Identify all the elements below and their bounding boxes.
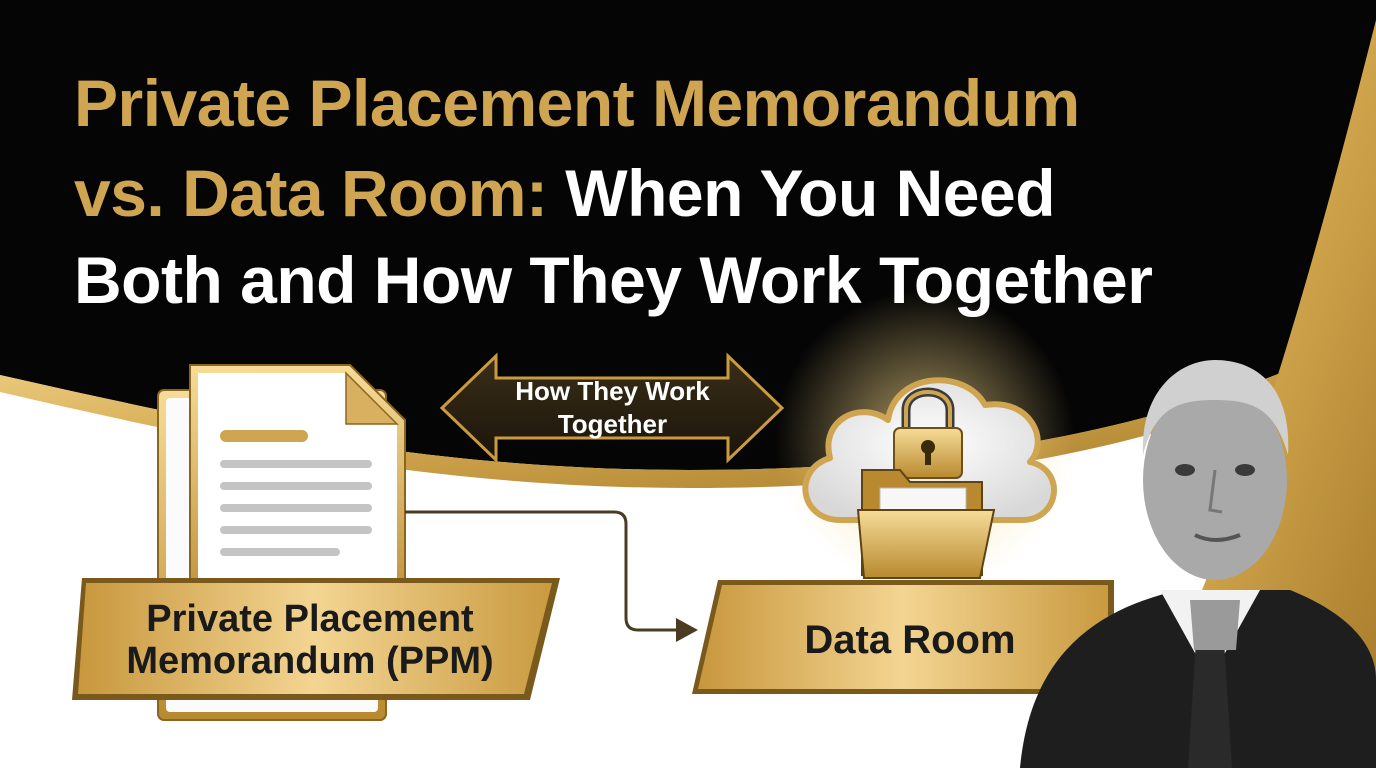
folder-icon (856, 469, 996, 579)
gold-diagonal (1120, 20, 1376, 768)
connector-arrow-icon (405, 510, 698, 642)
ppm-label-banner (72, 578, 560, 700)
ppm-label-line-1: Private Placement (146, 598, 474, 640)
ppm-label: Private Placement Memorandum (PPM) (90, 590, 530, 690)
center-label-line-2: Together (557, 409, 668, 439)
how-they-work-together-label: How They Work Together (470, 372, 755, 444)
title-highlight: vs. Data Room: (74, 156, 548, 230)
title-text: Both and How They Work Together (74, 243, 1153, 317)
padlock-icon (893, 387, 963, 479)
title-line-1: Private Placement Memorandum (74, 70, 1080, 136)
ppm-label-line-2: Memorandum (PPM) (126, 640, 494, 682)
title-line-2: vs. Data Room: When You Need (74, 160, 1056, 226)
data-room-label-banner (692, 580, 1114, 694)
center-label-line-1: How They Work (515, 376, 710, 406)
presenter-portrait (1020, 360, 1376, 768)
title-highlight: Private Placement Memorandum (74, 66, 1080, 140)
data-room-label: Data Room (710, 595, 1110, 685)
title-line-3: Both and How They Work Together (74, 247, 1153, 313)
data-room-label-text: Data Room (804, 617, 1016, 662)
title-text: When You Need (547, 156, 1056, 230)
